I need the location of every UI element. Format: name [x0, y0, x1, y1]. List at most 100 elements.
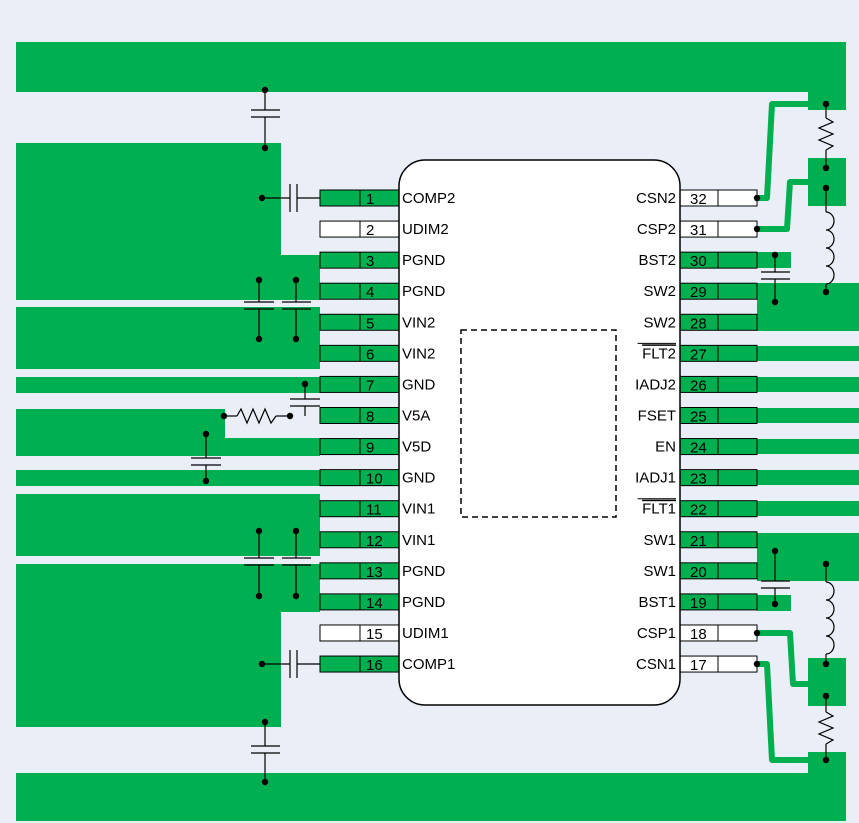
- pin-number: 27: [690, 346, 707, 363]
- trace-csp1: [757, 630, 826, 687]
- pin-number: 20: [690, 564, 707, 581]
- pin-name: UDIM1: [402, 625, 449, 642]
- right-pin-labels: 32CSN231CSP230BST229SW228SW227FLT226IADJ…: [635, 190, 707, 674]
- pin-number: 29: [690, 284, 707, 301]
- pin-number: 32: [690, 191, 707, 208]
- bst2-extender: [757, 252, 791, 268]
- pin-name: V5A: [402, 407, 430, 424]
- pin-name: FLT2: [642, 345, 676, 362]
- pin-name: FLT1: [642, 501, 676, 518]
- exposed-pad-outline: [460, 329, 617, 518]
- pin-name: COMP2: [402, 190, 455, 207]
- right-pin-pads: [679, 189, 758, 673]
- bottom-right-copper: [808, 752, 846, 821]
- pin-name: COMP1: [402, 656, 455, 673]
- left-copper-lower: [16, 564, 320, 727]
- capacitors-vin1: [244, 531, 311, 596]
- pin-name: UDIM2: [402, 221, 449, 238]
- pin-number: 28: [690, 315, 707, 332]
- pin-name: BST2: [638, 252, 676, 269]
- capacitor-comp1: [262, 650, 320, 678]
- pin-number: 31: [690, 222, 707, 239]
- right-trace-23: [757, 470, 859, 485]
- pin-number: 15: [366, 626, 383, 643]
- pin-name: CSN1: [636, 656, 676, 673]
- pin-name: VIN1: [402, 501, 435, 518]
- right-trace-25: [757, 408, 859, 423]
- capacitor-bottom: [251, 722, 280, 782]
- sw2-copper: [757, 283, 859, 331]
- pin-number: 26: [690, 377, 707, 394]
- right-trace-26: [757, 377, 859, 392]
- capacitor-v5d: [191, 434, 221, 481]
- pin-number: 1: [366, 191, 374, 208]
- pin-name: IADJ2: [635, 376, 676, 393]
- pin-name: SW2: [643, 314, 676, 331]
- bottom-copper-strip: [16, 773, 846, 821]
- capacitor-top: [251, 92, 280, 146]
- sense-traces: [757, 101, 826, 763]
- pin-name: CSP1: [637, 625, 676, 642]
- trace-csp2: [757, 179, 826, 232]
- pin-name: BST1: [638, 594, 676, 611]
- left-pin-pads: [319, 189, 400, 673]
- trace-csn2: [757, 101, 826, 201]
- pin-name: CSN2: [636, 190, 676, 207]
- pin-number: 6: [366, 346, 374, 363]
- pin-number: 17: [690, 657, 707, 674]
- top-right-copper: [808, 42, 846, 110]
- pin-number: 18: [690, 626, 707, 643]
- left-copper-v5: [16, 409, 320, 456]
- pin-name: IADJ1: [635, 470, 676, 487]
- pin-number: 5: [366, 315, 374, 332]
- pin-name: SW1: [643, 532, 676, 549]
- pin-name: GND: [402, 376, 436, 393]
- pin-number: 21: [690, 533, 707, 550]
- pin-number: 22: [690, 502, 707, 519]
- pin-name: PGND: [402, 252, 446, 269]
- pin-name: SW2: [643, 283, 676, 300]
- pin-number: 19: [690, 595, 707, 612]
- right-trace-22: [757, 501, 859, 516]
- ic-body: [398, 159, 681, 706]
- pin-number: 4: [366, 284, 374, 301]
- pin-name: VIN2: [402, 345, 435, 362]
- pin-number: 3: [366, 253, 374, 270]
- trace-csn1: [757, 661, 826, 763]
- pin-number: 23: [690, 471, 707, 488]
- pin-name: VIN2: [402, 314, 435, 331]
- copper-layer: [16, 42, 859, 821]
- capacitor-comp2: [262, 184, 320, 212]
- pin-number: 24: [690, 440, 707, 457]
- junction-dots: [202, 86, 830, 786]
- pin-number: 13: [366, 564, 383, 581]
- sw1-copper: [757, 533, 859, 581]
- left-copper-vin2: [16, 307, 320, 369]
- left-copper-gnd-7: [16, 377, 320, 393]
- pin-number: 16: [366, 657, 383, 674]
- pin-number: 2: [366, 222, 374, 239]
- pin-name: V5D: [402, 439, 431, 456]
- left-copper-upper: [16, 143, 320, 300]
- left-copper-gnd-10: [16, 470, 320, 486]
- pin-name: CSP2: [637, 221, 676, 238]
- pin-number: 8: [366, 408, 374, 425]
- pin-name: PGND: [402, 283, 446, 300]
- top-copper-strip: [16, 42, 846, 92]
- pin-number: 25: [690, 408, 707, 425]
- pin-name: SW1: [643, 563, 676, 580]
- pin-name: VIN1: [402, 532, 435, 549]
- pin-name: GND: [402, 470, 436, 487]
- pin-number: 14: [366, 595, 383, 612]
- pin-name: FSET: [638, 407, 676, 424]
- pin-number: 10: [366, 471, 383, 488]
- right-trace-27: [757, 346, 859, 361]
- right-trace-24: [757, 439, 859, 454]
- pin-number: 30: [690, 253, 707, 270]
- capacitors-vin2: [244, 280, 311, 339]
- pin-name: EN: [655, 439, 676, 456]
- pin-number: 7: [366, 377, 374, 394]
- pin-name: PGND: [402, 594, 446, 611]
